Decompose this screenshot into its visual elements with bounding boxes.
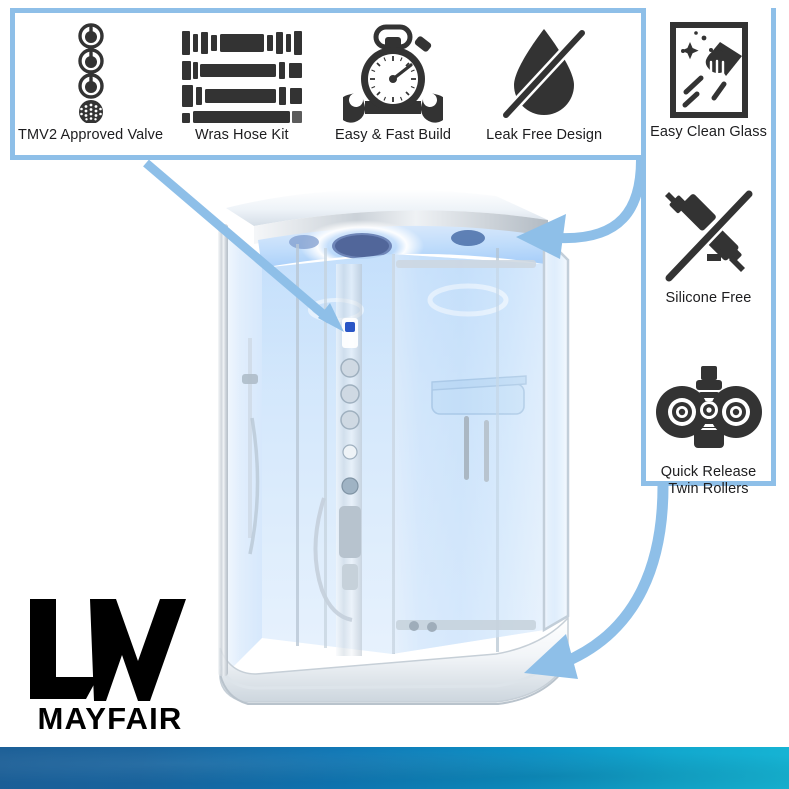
twin-rollers-icon xyxy=(654,360,764,460)
logo-monogram-lw xyxy=(30,599,186,701)
product-photo xyxy=(196,168,580,714)
tmv2-valve-icon xyxy=(68,23,114,123)
feature-label: Quick Release Twin Rollers xyxy=(660,464,757,497)
feature-wras-hose-kit[interactable]: Wras Hose Kit xyxy=(166,13,317,155)
feature-tmv2-approved-valve[interactable]: TMV2 Approved Valve xyxy=(15,13,166,155)
feature-easy-fast-build[interactable]: Easy & Fast Build xyxy=(317,13,468,155)
feature-quick-release-twin-rollers[interactable]: Quick Release Twin Rollers xyxy=(646,348,771,520)
feature-label: Leak Free Design xyxy=(486,127,603,143)
brand-logo: MAYFAIR xyxy=(22,595,198,747)
glass-wipe-icon xyxy=(666,20,752,120)
feature-label: Easy Clean Glass xyxy=(650,124,767,140)
feature-silicone-free[interactable]: Silicone Free xyxy=(646,172,771,348)
hose-kit-icon xyxy=(180,23,304,123)
feature-leak-free-design[interactable]: Leak Free Design xyxy=(469,13,620,155)
feature-label: Wras Hose Kit xyxy=(194,127,289,143)
feature-label: TMV2 Approved Valve xyxy=(18,127,164,143)
brand-color-band xyxy=(0,747,789,789)
right-feature-panel: Easy Clean Glass xyxy=(641,8,776,497)
feature-easy-clean-glass[interactable]: Easy Clean Glass xyxy=(646,8,771,172)
no-water-drop-icon xyxy=(496,23,592,123)
feature-label: Silicone Free xyxy=(665,290,752,306)
stopwatch-wrench-icon xyxy=(343,23,443,123)
no-caulking-gun-icon xyxy=(662,186,755,286)
logo-wordmark: MAYFAIR xyxy=(37,701,183,736)
feature-label: Easy & Fast Build xyxy=(334,127,452,143)
